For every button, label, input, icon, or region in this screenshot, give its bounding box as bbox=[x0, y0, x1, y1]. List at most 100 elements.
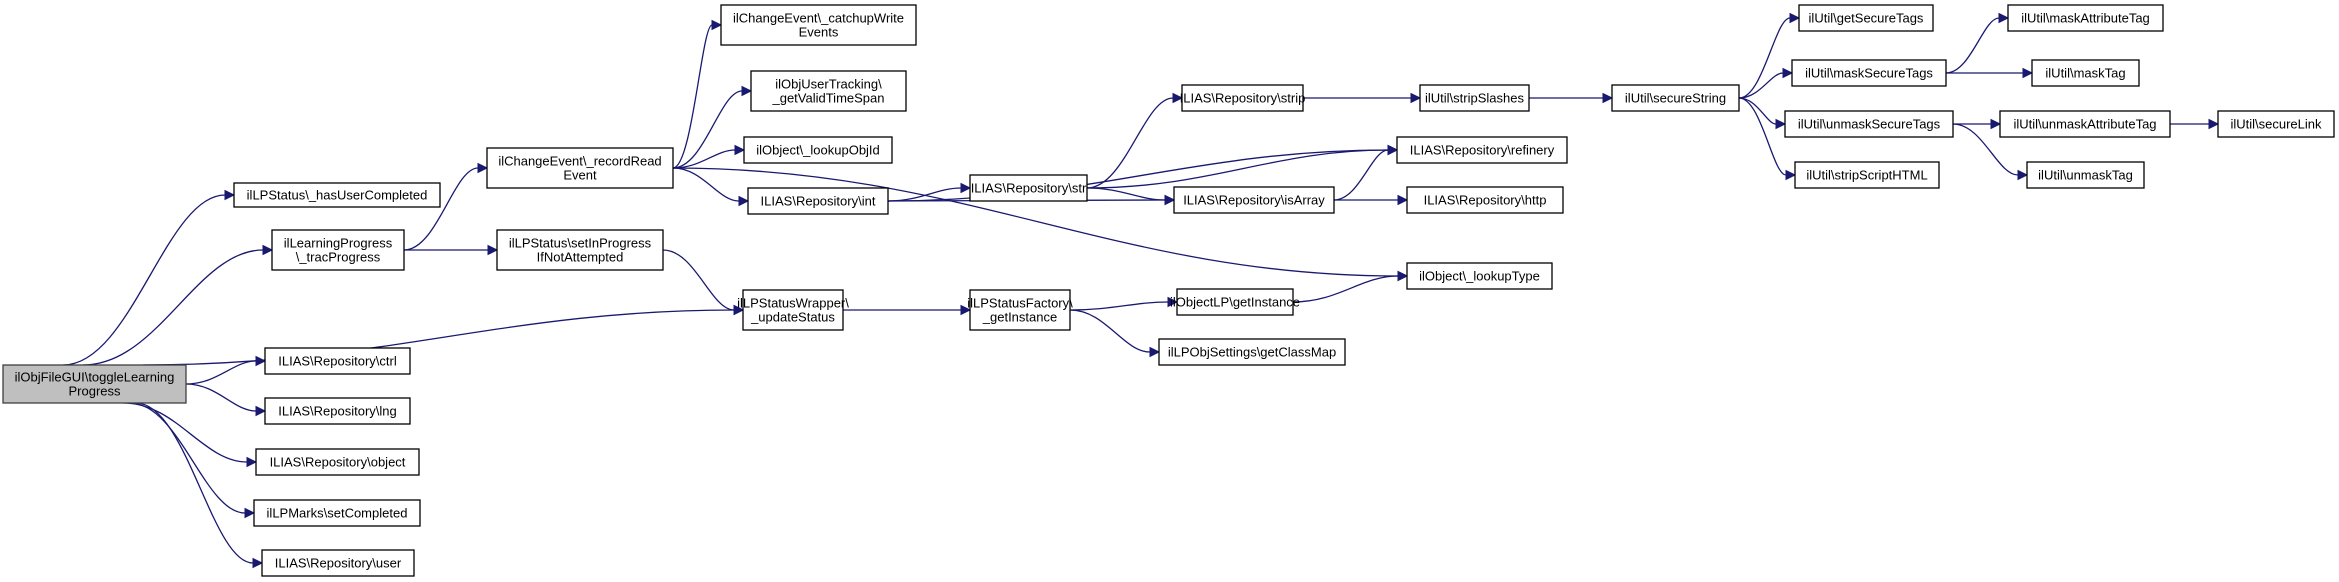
node-label: Progress bbox=[68, 384, 121, 399]
edge-line bbox=[82, 249, 264, 366]
node-box bbox=[2217, 110, 2335, 138]
node-label: \_tracProgress bbox=[296, 250, 381, 265]
edge-unmaskAttributeTag-to-secureLink bbox=[2170, 118, 2220, 130]
node-secureString[interactable]: ilUtil\secureString bbox=[1611, 84, 1740, 112]
node-lookupObjId[interactable]: ilObject\_lookupObjId bbox=[743, 136, 893, 164]
arrowhead-icon bbox=[1990, 118, 2002, 130]
edge-line bbox=[1086, 97, 1174, 189]
node-getInstanceFactory[interactable]: ilLPStatusFactory\_getInstance bbox=[967, 289, 1073, 331]
arrowhead-icon bbox=[255, 405, 267, 417]
edge-root-to-hasUserCompleted bbox=[62, 189, 236, 366]
edge-line bbox=[1069, 301, 1169, 311]
node-tracProgress[interactable]: ilLearningProgress\_tracProgress bbox=[271, 229, 405, 271]
node-label: ILIAS\Repository\ctrl bbox=[278, 354, 397, 369]
node-setCompleted[interactable]: ilLPMarks\setCompleted bbox=[253, 499, 421, 527]
edge-recordReadEvent-to-catchupWriteEvents bbox=[672, 19, 723, 169]
node-stripSlashes[interactable]: ilUtil\stripSlashes bbox=[1419, 84, 1530, 112]
node-box bbox=[1419, 84, 1530, 112]
edge-root-to-user bbox=[136, 402, 264, 569]
node-getClassMap[interactable]: ilLPObjSettings\getClassMap bbox=[1158, 338, 1346, 366]
node-box bbox=[1999, 110, 2171, 138]
node-box bbox=[2, 364, 187, 404]
edge-stripSlashes-to-secureString bbox=[1529, 92, 1614, 104]
edge-unmaskSecureTags-to-unmaskAttributeTag bbox=[1953, 118, 2002, 130]
node-http[interactable]: ILIAS\Repository\http bbox=[1406, 186, 1564, 214]
edge-line bbox=[1738, 72, 1784, 99]
node-unmaskTag[interactable]: ilUtil\unmaskTag bbox=[2026, 161, 2145, 189]
arrowhead-icon bbox=[252, 557, 264, 569]
node-box bbox=[1798, 4, 1934, 32]
node-label: ilUtil\maskTag bbox=[2045, 66, 2125, 81]
edge-getInstanceFactory-to-getClassMap bbox=[1069, 309, 1161, 358]
node-box bbox=[1158, 338, 1346, 366]
node-getSecureTags[interactable]: ilUtil\getSecureTags bbox=[1798, 4, 1934, 32]
node-unmaskAttributeTag[interactable]: ilUtil\unmaskAttributeTag bbox=[1999, 110, 2171, 138]
arrowhead-icon bbox=[1397, 270, 1409, 282]
edge-line bbox=[129, 402, 246, 514]
node-unmaskSecureTags[interactable]: ilUtil\unmaskSecureTags bbox=[1784, 110, 1954, 138]
node-objectLPgetInstance[interactable]: ilObjectLP\getInstance bbox=[1170, 288, 1300, 316]
node-label: Event bbox=[563, 168, 597, 183]
arrowhead-icon bbox=[224, 189, 236, 201]
node-maskSecureTags[interactable]: ilUtil\maskSecureTags bbox=[1791, 59, 1947, 87]
edge-line bbox=[123, 402, 248, 463]
edge-line bbox=[672, 24, 713, 169]
node-label: ilLearningProgress bbox=[284, 236, 393, 251]
node-strip[interactable]: ILIAS\Repository\strip bbox=[1180, 84, 1306, 112]
edge-secureString-to-stripScriptHTML bbox=[1738, 97, 1797, 181]
node-box bbox=[2031, 59, 2140, 87]
edge-line bbox=[662, 249, 735, 311]
node-str[interactable]: ILIAS\Repository\str bbox=[969, 174, 1088, 202]
node-getValidTimeSpan[interactable]: ilObjUserTracking\_getValidTimeSpan bbox=[750, 70, 907, 112]
node-label: _getInstance bbox=[982, 310, 1057, 325]
arrowhead-icon bbox=[1387, 144, 1399, 156]
node-box bbox=[253, 499, 421, 527]
node-label: ILIAS\Repository\strip bbox=[1180, 91, 1306, 106]
node-label: ilUtil\maskSecureTags bbox=[1805, 66, 1933, 81]
edge-root-to-ctrl bbox=[185, 355, 267, 385]
node-label: ilUtil\maskAttributeTag bbox=[2021, 11, 2150, 26]
node-label: ILIAS\Repository\str bbox=[971, 181, 1087, 196]
node-lng[interactable]: ILIAS\Repository\lng bbox=[264, 397, 411, 425]
edge-tracProgress-to-setInProgress bbox=[403, 244, 499, 256]
arrowhead-icon bbox=[2017, 169, 2029, 181]
edge-root-to-tracProgress bbox=[82, 244, 274, 366]
node-label: ilLPMarks\setCompleted bbox=[267, 506, 408, 521]
edge-str-to-isArray bbox=[1086, 187, 1176, 206]
node-box bbox=[747, 187, 889, 215]
edge-recordReadEvent-to-int bbox=[672, 167, 750, 207]
node-lookupType[interactable]: ilObject\_lookupType bbox=[1406, 262, 1553, 290]
arrowhead-icon bbox=[1785, 169, 1797, 181]
edge-line bbox=[672, 167, 740, 202]
node-secureLink[interactable]: ilUtil\secureLink bbox=[2217, 110, 2335, 138]
edge-line bbox=[1333, 149, 1389, 201]
node-box bbox=[1176, 288, 1294, 316]
node-label: ILIAS\Repository\user bbox=[275, 556, 402, 571]
node-ctrl[interactable]: ILIAS\Repository\ctrl bbox=[264, 347, 411, 375]
node-box bbox=[969, 174, 1088, 202]
node-label: ILIAS\Repository\refinery bbox=[1410, 143, 1555, 158]
node-isArray[interactable]: ILIAS\Repository\isArray bbox=[1173, 186, 1335, 214]
node-maskAttributeTag[interactable]: ilUtil\maskAttributeTag bbox=[2007, 4, 2164, 32]
node-box bbox=[1794, 161, 1940, 189]
node-stripScriptHTML[interactable]: ilUtil\stripScriptHTML bbox=[1794, 161, 1940, 189]
node-box bbox=[742, 289, 844, 331]
node-updateStatus[interactable]: ilLPStatusWrapper\_updateStatus bbox=[737, 289, 849, 331]
node-refinery[interactable]: ILIAS\Repository\refinery bbox=[1396, 136, 1568, 164]
node-hasUserCompleted[interactable]: ilLPStatus\_hasUserCompleted bbox=[233, 182, 441, 208]
arrowhead-icon bbox=[1602, 92, 1614, 104]
node-user[interactable]: ILIAS\Repository\user bbox=[261, 549, 415, 577]
node-box bbox=[720, 4, 917, 46]
node-int[interactable]: ILIAS\Repository\int bbox=[747, 187, 889, 215]
node-label: ilLPStatus\_hasUserCompleted bbox=[247, 188, 428, 203]
edge-recordReadEvent-to-getValidTimeSpan bbox=[672, 85, 753, 169]
edge-secureString-to-maskSecureTags bbox=[1738, 67, 1794, 99]
node-object[interactable]: ILIAS\Repository\object bbox=[255, 448, 420, 476]
edge-line bbox=[1738, 17, 1791, 99]
node-maskTag[interactable]: ilUtil\maskTag bbox=[2031, 59, 2140, 87]
node-label: _getValidTimeSpan bbox=[771, 91, 884, 106]
